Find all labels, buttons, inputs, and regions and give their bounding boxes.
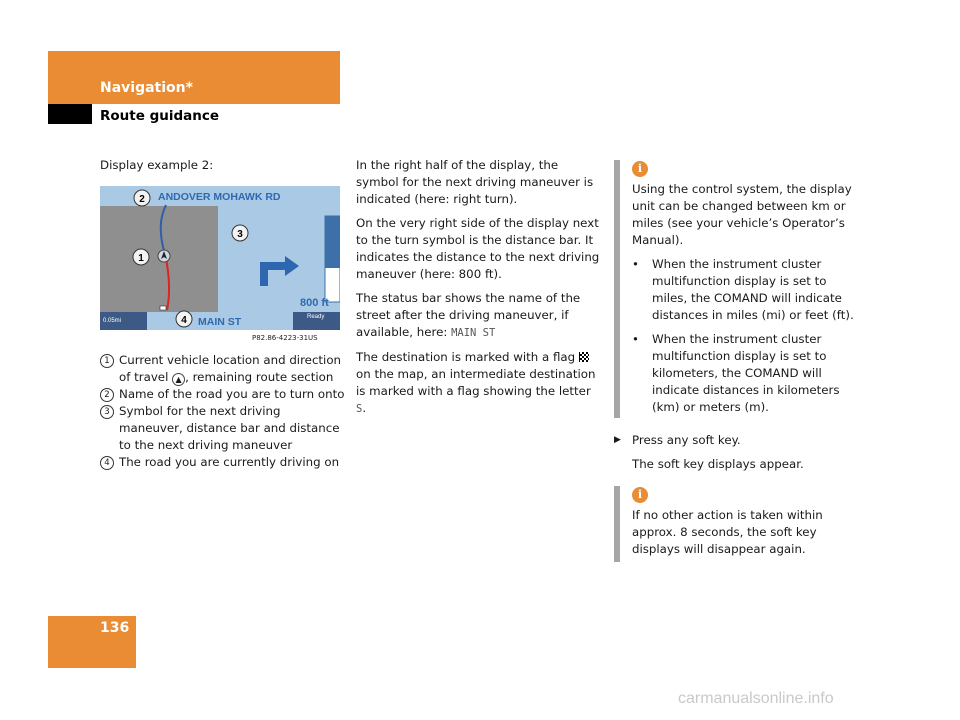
display-example-intro: Display example 2: bbox=[100, 158, 214, 172]
legend-item-2: 2 Name of the road you are to turn onto bbox=[100, 386, 345, 403]
bullet-icon: • bbox=[632, 257, 639, 271]
map-scale: 0.05mi bbox=[103, 318, 121, 324]
page-number-box: 136 bbox=[48, 616, 136, 668]
figure-caption: P82.86-4223-31US bbox=[252, 334, 318, 342]
navigation-display-figure: ANDOVER MOHAWK RD MAIN ST 800 ft 0.05mi … bbox=[100, 186, 340, 330]
bullet-icon: • bbox=[632, 332, 639, 346]
callout-1: 1 bbox=[138, 253, 144, 264]
note-side-bar bbox=[614, 486, 620, 562]
street-code: MAIN ST bbox=[451, 327, 496, 339]
figure-road-labels: ANDOVER MOHAWK RD MAIN ST 800 ft 0.05mi … bbox=[103, 191, 329, 328]
note-bullet: •When the instrument cluster multifuncti… bbox=[632, 332, 840, 414]
legend-item-1: 1 Current vehicle location and direction… bbox=[100, 352, 345, 386]
legend-text: Name of the road you are to turn onto bbox=[119, 387, 345, 401]
note-bullet: •When the instrument cluster multifuncti… bbox=[632, 257, 854, 322]
callout-4: 4 bbox=[181, 315, 187, 326]
legend-number: 1 bbox=[100, 354, 114, 368]
subsection-title: Route guidance bbox=[100, 108, 220, 124]
legend-number: 2 bbox=[100, 388, 114, 402]
legend-text: Symbol for the next driving maneuver, di… bbox=[119, 404, 340, 452]
info-icon: i bbox=[632, 487, 648, 503]
figure-callouts: 2 1 3 4 bbox=[132, 189, 249, 328]
distance-label: 800 ft bbox=[300, 297, 329, 309]
note-text: Using the control system, the display un… bbox=[632, 182, 852, 247]
page-number: 136 bbox=[100, 620, 130, 636]
watermark: carmanualsonline.info bbox=[678, 690, 834, 707]
step-action: Press any soft key. bbox=[632, 433, 741, 447]
callout-2: 2 bbox=[139, 194, 145, 205]
figure-legend: 1 Current vehicle location and direction… bbox=[100, 352, 345, 471]
description-column: In the right half of the display, the sy… bbox=[356, 157, 601, 418]
step-arrow-icon: ▶ bbox=[614, 435, 621, 445]
instruction-step: ▶ Press any soft key. The soft key displa… bbox=[614, 432, 854, 473]
header-marker bbox=[48, 104, 92, 124]
legend-item-3: 3 Symbol for the next driving maneuver, … bbox=[100, 403, 345, 454]
current-road-label: MAIN ST bbox=[198, 316, 242, 328]
header-band bbox=[48, 51, 340, 104]
intermediate-letter-code: S bbox=[356, 403, 363, 415]
note-text: If no other action is taken within appro… bbox=[632, 508, 823, 556]
info-icon: i bbox=[632, 161, 648, 177]
info-note-units: i Using the control system, the display … bbox=[632, 160, 864, 416]
legend-number: 3 bbox=[100, 405, 114, 419]
paragraph-destination-flag: The destination is marked with a flag on… bbox=[356, 350, 596, 415]
callout-3: 3 bbox=[237, 229, 243, 240]
paragraph-maneuver-symbol: In the right half of the display, the sy… bbox=[356, 158, 594, 206]
paragraph-status-bar: The status bar shows the name of the str… bbox=[356, 291, 581, 339]
status-ready: Ready bbox=[307, 314, 324, 320]
section-title: Navigation* bbox=[100, 80, 193, 96]
legend-text-cont: , remaining route section bbox=[185, 370, 334, 384]
legend-text: The road you are currently driving on bbox=[119, 455, 340, 469]
legend-text: Current vehicle location and direction o… bbox=[119, 353, 342, 384]
legend-item-4: 4 The road you are currently driving on bbox=[100, 454, 345, 471]
turn-road-label: ANDOVER MOHAWK RD bbox=[158, 191, 281, 203]
note-side-bar bbox=[614, 160, 620, 418]
destination-flag-icon bbox=[578, 352, 589, 362]
paragraph-distance-bar: On the very right side of the display ne… bbox=[356, 216, 600, 281]
info-note-timeout: i If no other action is taken within app… bbox=[632, 486, 862, 558]
direction-of-travel-icon: ▲ bbox=[172, 373, 186, 386]
legend-number: 4 bbox=[100, 456, 114, 470]
step-result: The soft key displays appear. bbox=[632, 457, 804, 471]
